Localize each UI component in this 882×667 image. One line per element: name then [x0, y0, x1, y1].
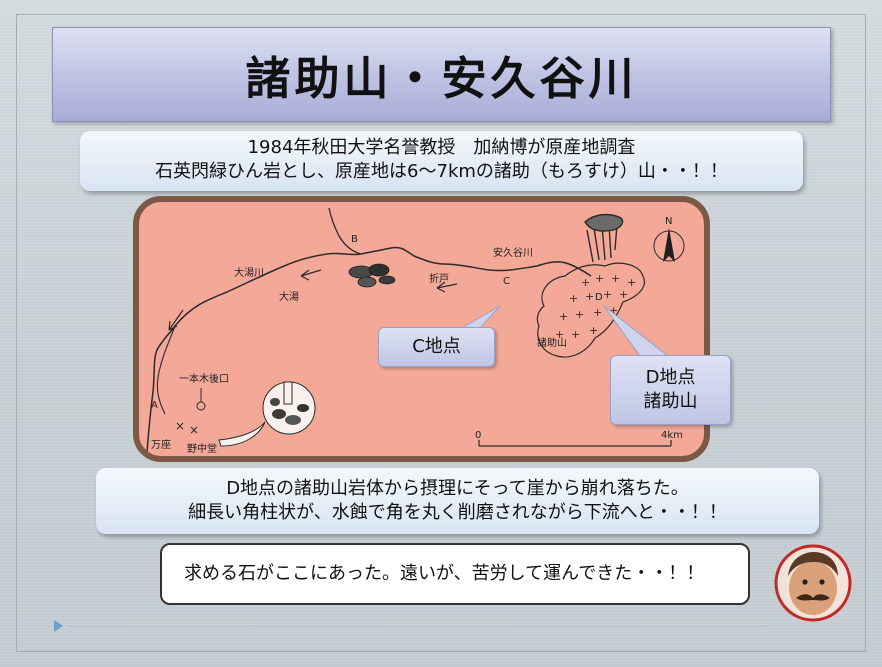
point-d-label: D	[595, 292, 603, 303]
manza-x-mark: ×	[175, 419, 185, 433]
speech-bubble: 求める石がここにあった。遠いが、苦労して運んできた・・！！	[160, 543, 750, 605]
survey-info-line-2: 石英閃緑ひん岩とし、原産地は6～7kmの諸助（もろすけ）山・・！！	[155, 161, 728, 182]
scale-end-label: 4km	[661, 430, 683, 441]
title-bar: 諸助山・安久谷川	[52, 27, 831, 122]
svg-text:+: +	[593, 306, 602, 319]
flow-arrow-3	[436, 281, 458, 293]
scale-bar	[478, 440, 672, 447]
river-line-upper	[328, 207, 362, 255]
ipponkigoguchi-label: 一本木後口	[179, 372, 229, 385]
ipponki-marker	[196, 401, 206, 411]
callout-d-label-2: 諸助山	[643, 391, 698, 412]
nonakado-x-mark: ×	[189, 423, 199, 437]
svg-text:+: +	[581, 276, 590, 289]
next-arrow-icon[interactable]	[54, 620, 63, 632]
svg-text:+: +	[555, 328, 564, 341]
svg-text:+: +	[609, 304, 618, 317]
north-label: N	[665, 216, 672, 227]
nonakado-label: 野中堂	[187, 442, 217, 455]
north-arrow	[653, 228, 685, 262]
erosion-info-line-2: 細長い角柱状が、水蝕で角を丸く削磨されながら下流へと・・！！	[188, 502, 727, 523]
crystal-pattern: ++++ ++++ ++++ +++	[555, 272, 636, 341]
oyugawa-label: 大湯川	[234, 266, 264, 279]
erosion-info-line-1: D地点の諸助山岩体から摂理にそって崖から崩れ落ちた。	[226, 478, 689, 499]
svg-text:+: +	[595, 272, 604, 285]
callout-c-label: C地点	[412, 336, 461, 357]
oyu-label: 大湯	[279, 290, 299, 303]
orito-label: 折戸	[429, 272, 449, 285]
svg-text:+: +	[569, 292, 578, 305]
akudanigawa-label: 安久谷川	[493, 246, 533, 259]
svg-text:+: +	[575, 308, 584, 321]
point-c-label: C	[503, 276, 510, 287]
svg-text:+: +	[619, 288, 628, 301]
footer-divider	[70, 626, 770, 627]
svg-text:+: +	[603, 288, 612, 301]
erosion-info-box: D地点の諸助山岩体から摂理にそって崖から崩れ落ちた。 細長い角柱状が、水蝕で角を…	[96, 468, 819, 534]
avatar	[774, 544, 852, 622]
slide-frame	[16, 14, 866, 652]
survey-info-box: 1984年秋田大学名誉教授 加納博が原産地調査 石英閃緑ひん岩とし、原産地は6～…	[80, 131, 803, 191]
svg-text:+: +	[559, 310, 568, 323]
morosukeyama-label: 諸助山	[537, 336, 567, 349]
survey-info-line-1: 1984年秋田大学名誉教授 加納博が原産地調査	[247, 137, 636, 158]
rock-cluster-orito	[348, 263, 396, 288]
point-b-label: B	[351, 234, 358, 245]
svg-text:+: +	[571, 328, 580, 341]
manza-label: 万座	[151, 438, 171, 451]
callout-d-point: D地点 諸助山	[610, 355, 731, 425]
point-a-label: A	[151, 400, 158, 411]
svg-text:+: +	[611, 272, 620, 285]
svg-text:+: +	[627, 276, 636, 289]
page-title: 諸助山・安久谷川	[245, 52, 638, 105]
speech-text: 求める石がここにあった。遠いが、苦労して運んできた・・！！	[184, 563, 705, 584]
svg-text:+: +	[585, 290, 594, 303]
callout-c-point: C地点	[378, 327, 495, 367]
stone-circle-sketch	[218, 381, 316, 447]
rock-prism-sketch	[584, 213, 624, 263]
svg-text:+: +	[589, 324, 598, 337]
tributary-line	[156, 325, 176, 415]
callout-d-label-1: D地点	[645, 367, 696, 388]
flow-arrow-1	[300, 269, 322, 281]
morosuke-rock-body	[536, 262, 645, 358]
scale-zero-label: 0	[475, 430, 481, 441]
flow-arrow-2	[168, 309, 184, 331]
